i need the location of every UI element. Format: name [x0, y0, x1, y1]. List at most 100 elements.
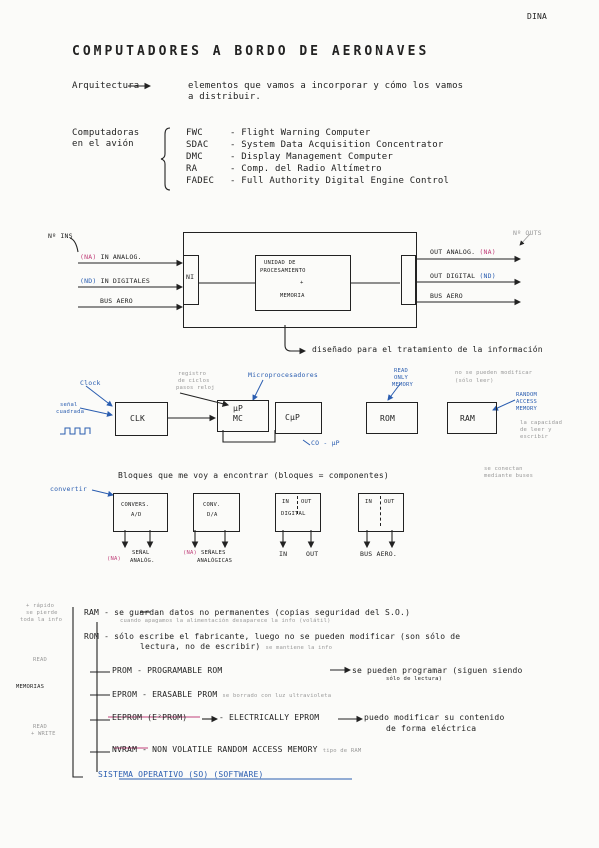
side-note-1: + rápido — [26, 603, 55, 609]
block-ad-2: A/D — [131, 512, 142, 518]
rom-label: ROM — [380, 414, 396, 423]
bus-out-label: BUS AERO — [430, 292, 463, 300]
mem-eeprom: EEPROM (E²PROM) — [112, 713, 188, 722]
side-note-2: se pierde — [26, 610, 58, 616]
block-bus-out: OUT — [384, 499, 395, 505]
registro-3: pasos reloj — [176, 385, 215, 391]
d1-caption: diseñado para el tratamiento de la infor… — [312, 345, 543, 354]
avion-list: FWC- Flight Warning Computer SDAC- Syste… — [186, 127, 449, 187]
b3-out: OUT — [306, 550, 319, 558]
block-ad-1: CONVERS. — [121, 502, 150, 508]
block-da-2: D/A — [207, 512, 218, 518]
block-bus — [358, 493, 404, 532]
avion-label-2: en el avión — [72, 139, 134, 149]
ram-blue-1: RANDOM — [516, 392, 538, 398]
ram-note-2: de leer y — [520, 427, 552, 433]
b1-label-1: SEÑAL — [132, 550, 150, 556]
arq-line2: a distribuir. — [188, 92, 262, 102]
ni-block — [183, 255, 199, 305]
rom-note-2: (sólo leer) — [455, 378, 494, 384]
block-digital — [275, 493, 321, 532]
brace — [160, 127, 171, 191]
mem-so: SISTEMA OPERATIVO (SO) (SOFTWARE) — [98, 770, 264, 779]
list-item: SDAC- System Data Acquisition Concentrat… — [186, 140, 444, 150]
side-note-3: toda la info — [20, 617, 63, 623]
senal-label-1: señal — [60, 402, 78, 408]
side-memorias: MEMORIAS — [16, 684, 45, 690]
b1-label-2: ANALÓG. — [130, 558, 155, 564]
b3-in: IN — [279, 550, 288, 558]
block-bus-divider — [380, 496, 381, 526]
bloques-note-1: se conectan — [484, 466, 523, 472]
page-title: COMPUTADORES A BORDO DE AERONAVES — [72, 44, 430, 59]
mp-label-1: μP — [233, 404, 244, 413]
in-digital-label: (ND) IN DIGITALES — [80, 277, 150, 285]
in-analog-label: (NA) IN ANALOG. — [80, 253, 142, 261]
mem-ram-sub: cuando apagamos la alimentación desapare… — [120, 618, 331, 624]
cpu-text-1: UNIDAD DE — [264, 260, 296, 266]
b2-label-2: ANALÓGICAS — [197, 558, 233, 564]
mp-box — [217, 400, 269, 432]
side-read: READ — [33, 657, 48, 663]
co-label: CO - μP — [311, 439, 340, 447]
out-block — [401, 255, 416, 305]
clk-box — [115, 402, 168, 436]
corner-tag: DINA — [527, 12, 548, 21]
list-item: FADEC- Full Authority Digital Engine Con… — [186, 176, 450, 186]
ram-label: RAM — [460, 414, 476, 423]
clock-label: Clock — [80, 379, 101, 387]
mem-nvram-row: NVRAM - NON VOLATILE RANDOM ACCESS MEMOR… — [112, 745, 362, 754]
read-2: ONLY — [394, 375, 409, 381]
ram-box — [447, 402, 497, 434]
avion-label-1: Computadoras — [72, 128, 140, 138]
b1-tag: (NA) — [107, 556, 122, 562]
out-digital-label: OUT DIGITAL (ND) — [430, 272, 496, 280]
rom-note-1: no se pueden modificar — [455, 370, 533, 376]
n-ins-label: Nº INS — [48, 232, 73, 240]
block-da — [193, 493, 240, 532]
list-item: RA- Comp. del Radio Altímetro — [186, 164, 382, 174]
ram-blue-2: ACCESS — [516, 399, 538, 405]
bus-in-label: BUS AERO — [100, 297, 133, 305]
mem-ram-row: RAM - se guardan datos no permanentes (c… — [84, 608, 411, 617]
block-digital-label: DIGITAL — [281, 511, 306, 517]
side-rw-2: + WRITE — [31, 731, 56, 737]
cpu-box — [255, 255, 351, 311]
cpu-text-2: PROCESAMIENTO — [260, 268, 306, 274]
ram-blue-3: MEMORY — [516, 406, 538, 412]
mem-rom-row-2: lectura, no de escribir) se mantiene la … — [140, 642, 333, 651]
out-analog-label: OUT ANALOG. (NA) — [430, 248, 496, 256]
block-da-1: CONV. — [203, 502, 221, 508]
cpu-text-4: MEMORIA — [280, 293, 305, 299]
b2-label-1: SEÑALES — [201, 550, 226, 556]
ram-note-3: escribir — [520, 434, 549, 440]
block-digital-divider — [297, 496, 298, 514]
mp-label-2: MC — [233, 414, 244, 423]
cmp-label: CμP — [285, 413, 301, 422]
mem-eeprom-desc: - ELECTRICALLY EPROM — [219, 713, 320, 722]
arq-line1: elementos que vamos a incorporar y cómo … — [188, 81, 464, 91]
rom-box — [366, 402, 418, 434]
bloques-note-2: mediante buses — [484, 473, 534, 479]
cpu-text-3: + — [300, 280, 304, 286]
mem-prom-note: se pueden programar (siguen siendo — [352, 666, 523, 675]
bloques-text: Bloques que me voy a encontrar (bloques … — [118, 471, 389, 480]
b2-tag: (NA) — [183, 550, 198, 556]
ni-label: NI — [186, 273, 195, 281]
mem-prom-row: PROM - PROGRAMABLE ROM — [112, 666, 223, 675]
list-item: DMC- Display Management Computer — [186, 152, 393, 162]
registro-2: de ciclos — [178, 378, 210, 384]
block-bus-in: IN — [365, 499, 373, 505]
mem-eeprom-note-2: de forma eléctrica — [386, 724, 477, 733]
block-digital-in: IN — [282, 499, 290, 505]
micro-label: Microprocesadores — [248, 371, 318, 379]
block-ad — [113, 493, 168, 532]
b4-label: BUS AERO. — [360, 550, 398, 558]
read-3: MEMORY — [392, 382, 414, 388]
mem-prom-note-2: sólo de lectura) — [386, 676, 443, 682]
senal-label-2: cuadrada — [56, 409, 85, 415]
cmp-box — [275, 402, 322, 434]
mem-rom-row: ROM - sólo escribe el fabricante, luego … — [84, 632, 461, 641]
side-rw-1: READ — [33, 724, 48, 730]
read-1: READ — [394, 368, 409, 374]
